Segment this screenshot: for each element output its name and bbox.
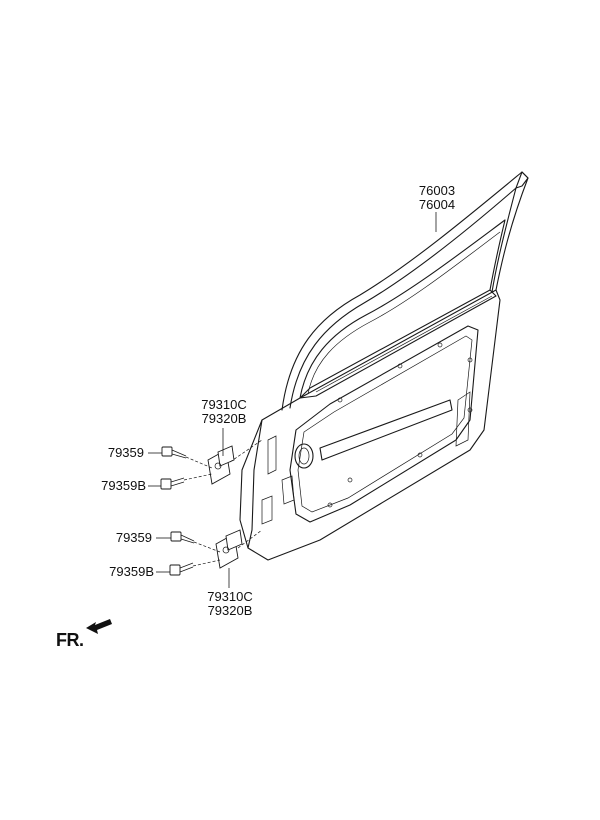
door-panel-label-line2: 76004 (418, 197, 456, 212)
door-panel-label: 76003 76004 (412, 184, 462, 212)
door-panel-label-line1: 76003 (418, 183, 456, 198)
upper-hinge-label-line1: 79310C (201, 397, 247, 412)
leader-lines (148, 212, 437, 588)
lower-bolt (170, 531, 195, 544)
front-door-panel (239, 171, 529, 561)
upper-hinge-label: 79310C 79320B (196, 398, 252, 426)
lower-hinge-label: 79310C 79320B (202, 590, 258, 618)
upper-hinge-label-line2: 79320B (201, 411, 247, 426)
front-direction-arrow-icon (86, 619, 112, 634)
lower-bolt-b (169, 562, 194, 576)
front-direction-label: FR. (56, 630, 84, 650)
upper-bolt-b-label: 79359B (101, 478, 146, 493)
lower-bolt-b-label: 79359B (109, 564, 154, 579)
upper-hinge (207, 445, 235, 485)
upper-bolt-label: 79359 (107, 445, 144, 460)
lower-hinge-label-line1: 79310C (207, 589, 253, 604)
upper-bolt-b (160, 477, 185, 490)
upper-bolt (161, 446, 187, 459)
lower-hinge (215, 529, 243, 569)
lower-hinge-label-line2: 79320B (207, 603, 253, 618)
lower-bolt-label: 79359 (115, 530, 152, 545)
